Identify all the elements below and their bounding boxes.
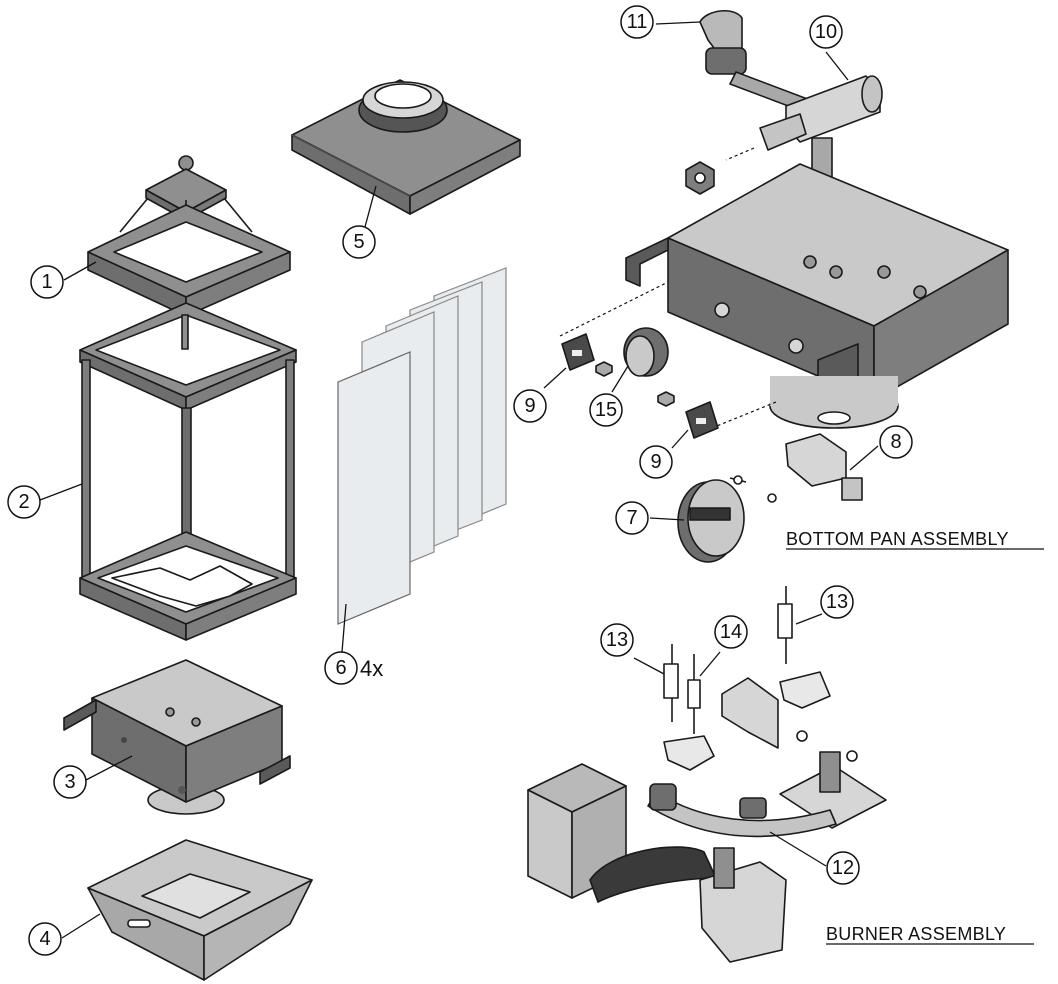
svg-text:13: 13 bbox=[606, 629, 628, 651]
part-ash-tray bbox=[87, 839, 313, 981]
callouts: 1 2 3 4 5 6 4x 7 8 9 9 10 11 12 13 13 14… bbox=[7, 5, 913, 956]
svg-text:6: 6 bbox=[335, 657, 346, 679]
callout-10: 10 bbox=[809, 15, 843, 49]
callout-6: 6 bbox=[324, 651, 358, 685]
callout-12: 12 bbox=[826, 851, 860, 885]
svg-text:15: 15 bbox=[595, 399, 617, 421]
section-title-bottom-pan: BOTTOM PAN ASSEMBLY bbox=[786, 529, 1009, 549]
part-glass-panels bbox=[337, 267, 507, 625]
callout-13b: 13 bbox=[820, 585, 854, 619]
svg-text:13: 13 bbox=[826, 591, 848, 613]
svg-text:10: 10 bbox=[815, 21, 837, 43]
svg-text:4: 4 bbox=[39, 928, 50, 950]
section-title-burner: BURNER ASSEMBLY bbox=[826, 924, 1006, 944]
svg-text:11: 11 bbox=[627, 11, 648, 33]
svg-text:8: 8 bbox=[890, 431, 901, 453]
part-lantern-frame bbox=[79, 302, 297, 641]
svg-text:5: 5 bbox=[353, 231, 364, 253]
callout-2: 2 bbox=[7, 485, 41, 519]
callout-7: 7 bbox=[615, 501, 649, 535]
callout-8: 8 bbox=[879, 425, 913, 459]
callout-11: 11 bbox=[620, 5, 654, 39]
svg-text:14: 14 bbox=[720, 621, 742, 643]
burner-assembly bbox=[527, 586, 887, 963]
callout-4: 4 bbox=[28, 922, 62, 956]
callout-14: 14 bbox=[714, 615, 748, 649]
callout-1: 1 bbox=[30, 265, 64, 299]
callout-9a: 9 bbox=[513, 389, 547, 423]
bottom-pan-assembly bbox=[559, 10, 1009, 563]
svg-text:3: 3 bbox=[64, 771, 75, 793]
callout-3: 3 bbox=[53, 765, 87, 799]
callout-13a: 13 bbox=[600, 623, 634, 657]
part-lantern-top bbox=[87, 155, 291, 317]
leader-lines bbox=[39, 21, 879, 939]
callout-9b: 9 bbox=[639, 445, 673, 479]
svg-text:7: 7 bbox=[626, 507, 637, 529]
callout-15: 15 bbox=[589, 393, 623, 427]
svg-text:2: 2 bbox=[18, 491, 29, 513]
svg-text:9: 9 bbox=[650, 451, 661, 473]
part-small-bottom-pan bbox=[63, 659, 291, 815]
svg-text:9: 9 bbox=[524, 395, 535, 417]
callout-5: 5 bbox=[342, 225, 376, 259]
svg-text:12: 12 bbox=[832, 857, 854, 879]
section-titles: BOTTOM PAN ASSEMBLY BURNER ASSEMBLY bbox=[786, 529, 1044, 945]
quantity-label-glass: 4x bbox=[360, 656, 383, 681]
svg-text:1: 1 bbox=[41, 271, 52, 293]
part-top-cap bbox=[291, 79, 521, 215]
